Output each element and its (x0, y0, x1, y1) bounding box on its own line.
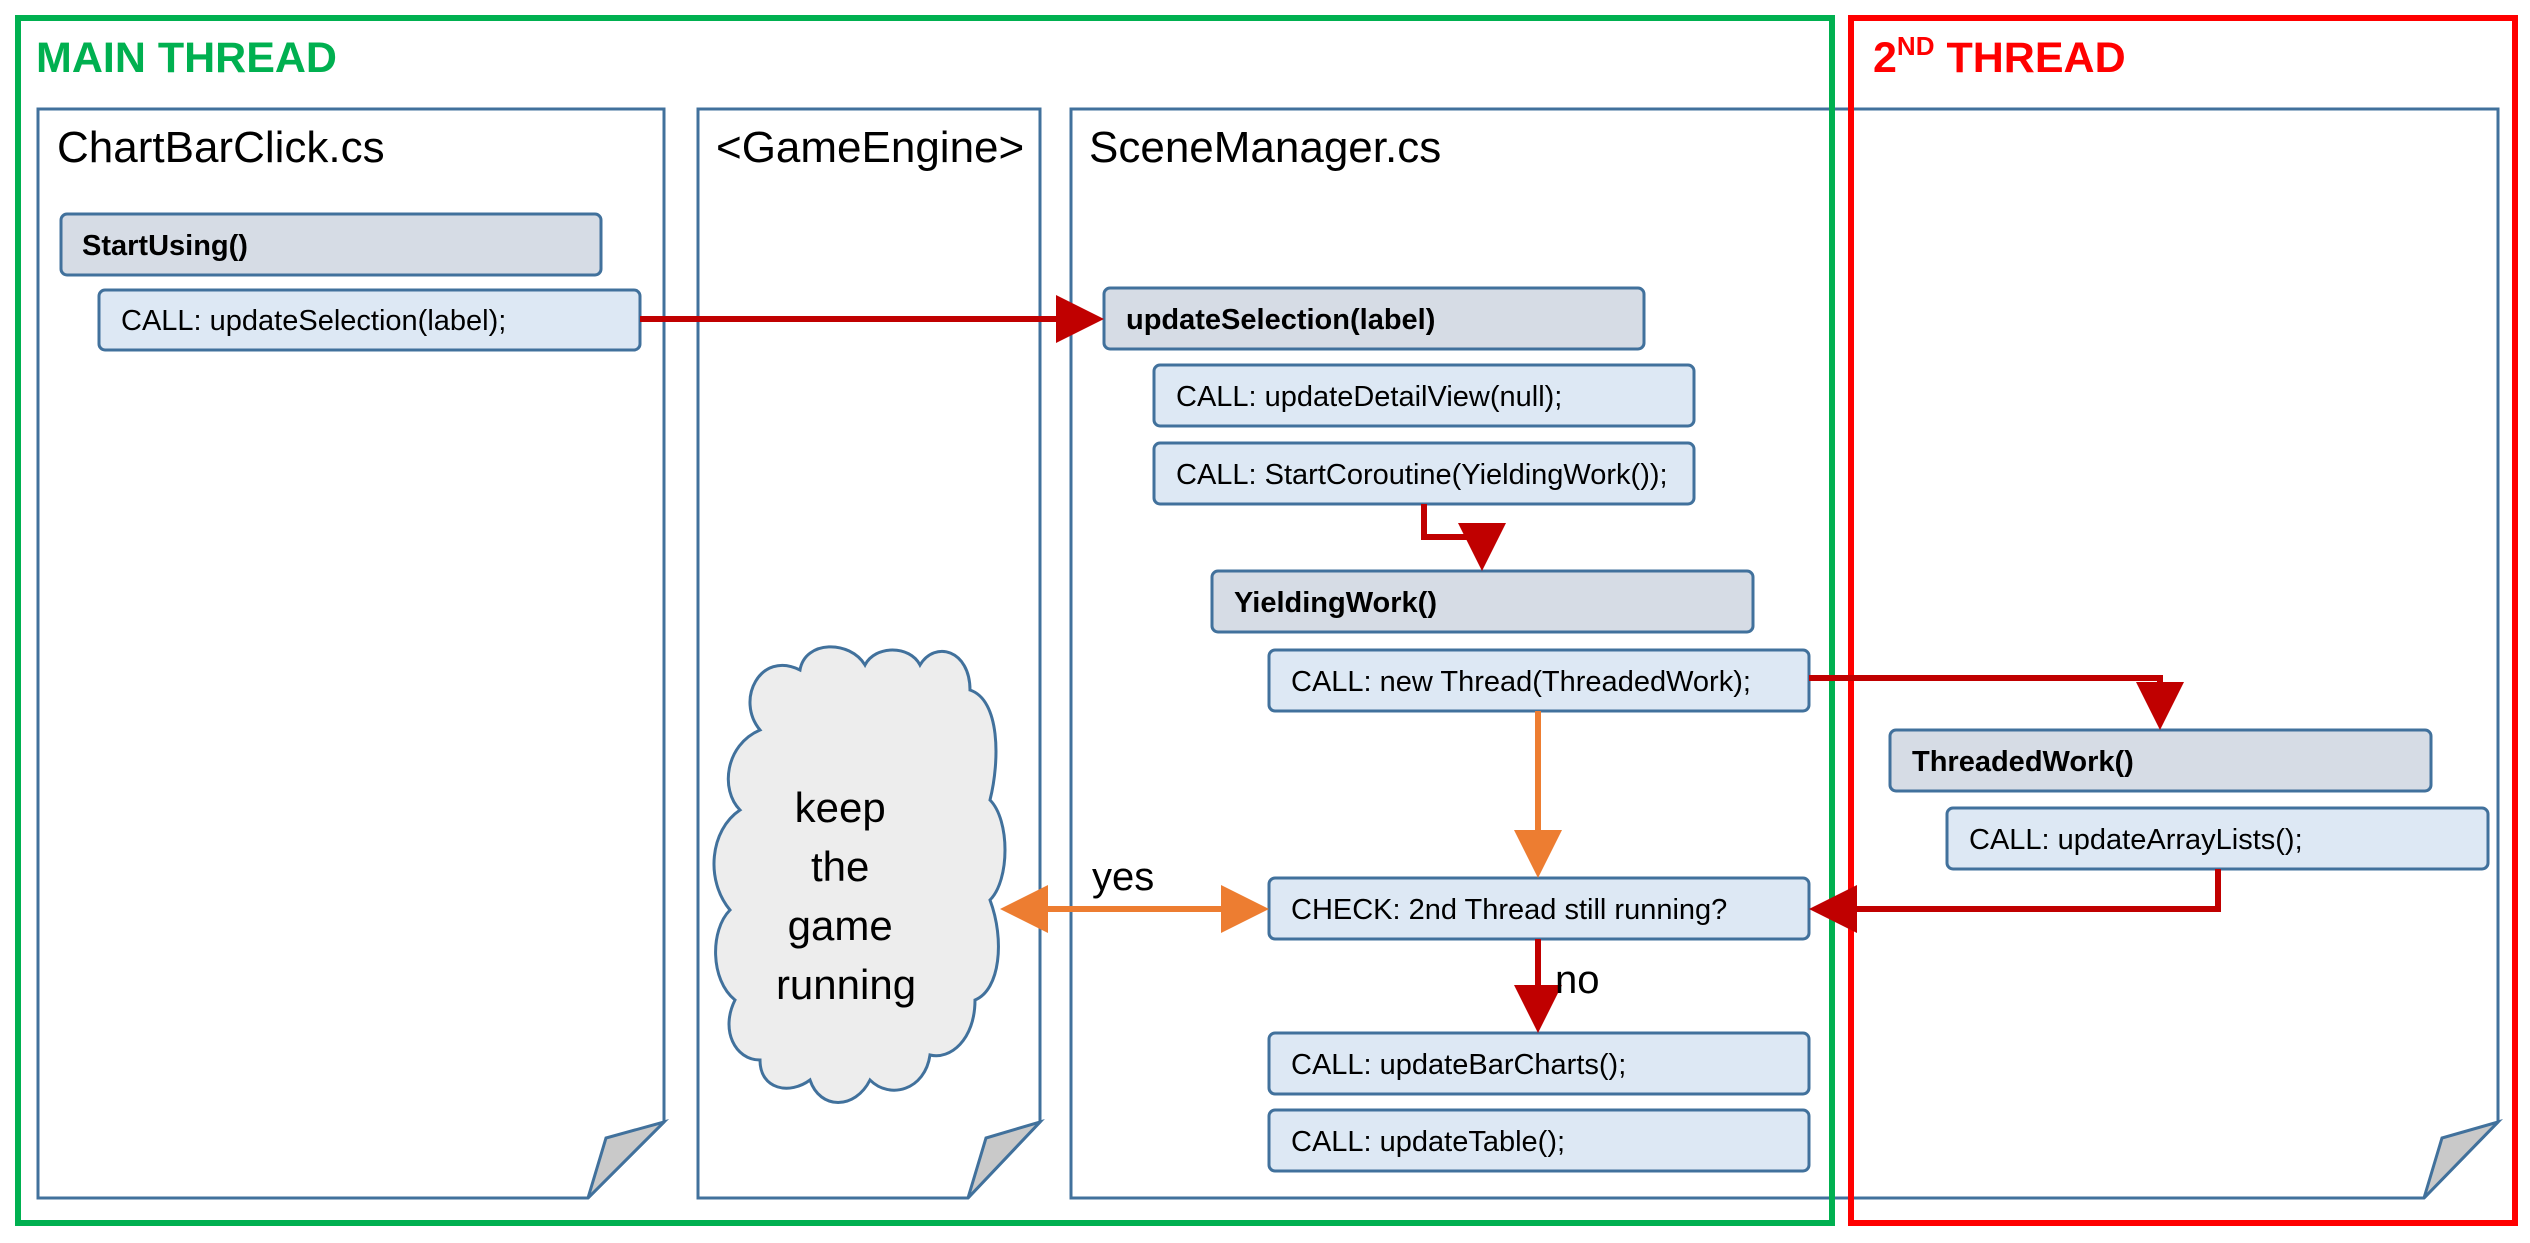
panel-title-gameengine: <GameEngine> (716, 123, 1024, 172)
threaded-work-box: ThreadedWork() (1888, 728, 2433, 793)
start-using-box: StartUsing() (59, 212, 603, 277)
call-update-bar-charts-text: CALL: updateBarCharts(); (1291, 1049, 1626, 1081)
call-update-table-box: CALL: updateTable(); (1267, 1108, 1811, 1173)
keep-game-running-cloud: keep the game running (712, 645, 1007, 1104)
arrow-coroutine-to-yielding-work (1421, 504, 1506, 571)
call-update-selection-box: CALL: updateSelection(label); (97, 288, 642, 352)
check-thread-text: CHECK: 2nd Thread still running? (1291, 894, 1727, 926)
cloud-line-2: the (811, 843, 869, 890)
cloud-line-1: keep (795, 784, 886, 831)
main-thread-label: MAIN THREAD (36, 34, 337, 82)
second-thread-label-rest: THREAD (1946, 34, 2125, 82)
label-yes: yes (1092, 855, 1154, 899)
cloud-line-3: game (788, 902, 893, 949)
update-selection-text: updateSelection(label) (1126, 304, 1435, 336)
svg-text:keep the game: keep the game running (776, 784, 916, 1008)
label-no: no (1555, 958, 1600, 1002)
call-new-thread-text: CALL: new Thread(ThreadedWork); (1291, 666, 1751, 698)
call-update-array-lists-text: CALL: updateArrayLists(); (1969, 824, 2303, 856)
call-start-coroutine-box: CALL: StartCoroutine(YieldingWork()); (1152, 441, 1696, 506)
yielding-work-box: YieldingWork() (1210, 569, 1755, 634)
threaded-work-text: ThreadedWork() (1912, 746, 2134, 778)
update-selection-box: updateSelection(label) (1102, 286, 1646, 351)
second-thread-label: 2ND THREAD (1873, 31, 2126, 82)
yielding-work-text: YieldingWork() (1234, 587, 1437, 619)
call-update-detail-view-box: CALL: updateDetailView(null); (1152, 363, 1696, 428)
call-update-array-lists-box: CALL: updateArrayLists(); (1945, 806, 2490, 871)
call-update-detail-view-text: CALL: updateDetailView(null); (1176, 381, 1562, 413)
arrow-array-lists-to-check (1809, 869, 2221, 933)
second-thread-label-superscript: ND (1897, 31, 1935, 61)
panel-title-chartbarclick: ChartBarClick.cs (57, 123, 385, 172)
call-new-thread-box: CALL: new Thread(ThreadedWork); (1267, 648, 1811, 713)
panel-chartbarclick: ChartBarClick.cs (36, 107, 670, 1200)
call-update-bar-charts-box: CALL: updateBarCharts(); (1267, 1031, 1811, 1096)
check-thread-box: CHECK: 2nd Thread still running? (1267, 876, 1811, 941)
call-start-coroutine-text: CALL: StartCoroutine(YieldingWork()); (1176, 459, 1668, 491)
cloud-line-4: running (776, 961, 916, 1008)
start-using-text: StartUsing() (82, 230, 248, 262)
panel-title-scenemanager: SceneManager.cs (1089, 123, 1441, 172)
call-update-selection-text: CALL: updateSelection(label); (121, 305, 506, 337)
arrow-new-thread-to-threaded-work (1809, 675, 2184, 730)
second-thread-label-number: 2 (1873, 34, 1897, 82)
call-update-table-text: CALL: updateTable(); (1291, 1126, 1565, 1158)
